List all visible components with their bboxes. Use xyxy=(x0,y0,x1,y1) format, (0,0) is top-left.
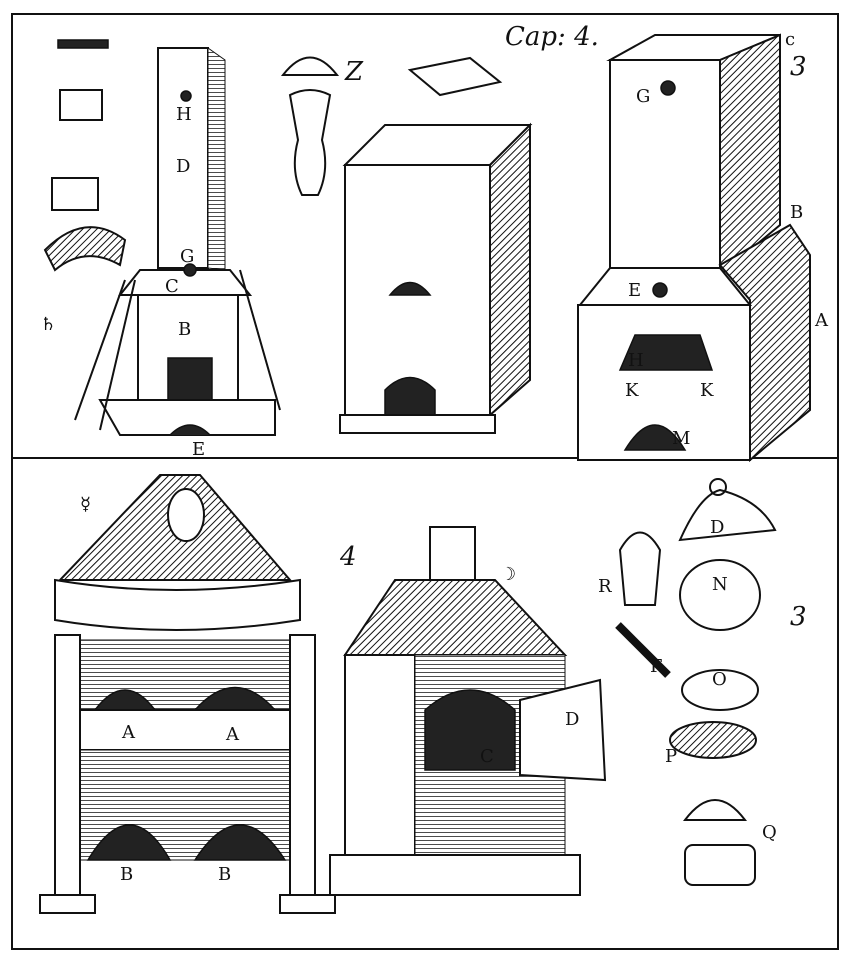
label: K xyxy=(700,380,714,401)
label: H xyxy=(176,104,192,125)
symbol-mercury: ☿ xyxy=(80,494,91,515)
label: O xyxy=(712,669,727,690)
label: Q xyxy=(762,822,777,843)
label: D xyxy=(565,709,579,730)
symbol-saturn: ♄ xyxy=(40,314,56,335)
label: A xyxy=(225,724,240,745)
reverberatory-furnace xyxy=(329,526,607,896)
caption: Cap: 4. xyxy=(505,22,599,52)
label: A xyxy=(814,310,829,331)
label: F xyxy=(650,656,663,677)
label: A xyxy=(121,722,136,743)
vessels xyxy=(615,478,777,886)
label: B xyxy=(218,864,231,885)
label: B xyxy=(120,864,133,885)
label-z: Z xyxy=(344,57,364,87)
label: R xyxy=(598,576,612,597)
label: K xyxy=(625,380,639,401)
figure-number: 3 xyxy=(790,52,807,82)
label: P xyxy=(665,746,677,767)
athanor-furnace xyxy=(577,33,811,463)
label: C xyxy=(165,276,179,297)
label: E xyxy=(192,439,205,460)
label: G xyxy=(180,246,194,267)
label: C xyxy=(480,746,494,767)
label: D xyxy=(176,156,190,177)
plate-border xyxy=(11,13,839,950)
label: G xyxy=(636,86,650,107)
label: D xyxy=(710,517,724,538)
symbol-moon: ☽ xyxy=(500,564,516,585)
label: H xyxy=(628,350,644,371)
domed-furnace xyxy=(39,474,336,914)
square-furnace xyxy=(280,56,533,434)
label: N xyxy=(712,574,728,595)
label: B xyxy=(178,319,191,340)
tower-furnace xyxy=(43,39,281,436)
label: M xyxy=(672,428,690,449)
figure-number: 3 xyxy=(790,602,807,632)
label: B xyxy=(790,202,803,223)
figure-number: 4 xyxy=(339,542,357,572)
label: c xyxy=(785,29,795,50)
label: E xyxy=(628,280,641,301)
